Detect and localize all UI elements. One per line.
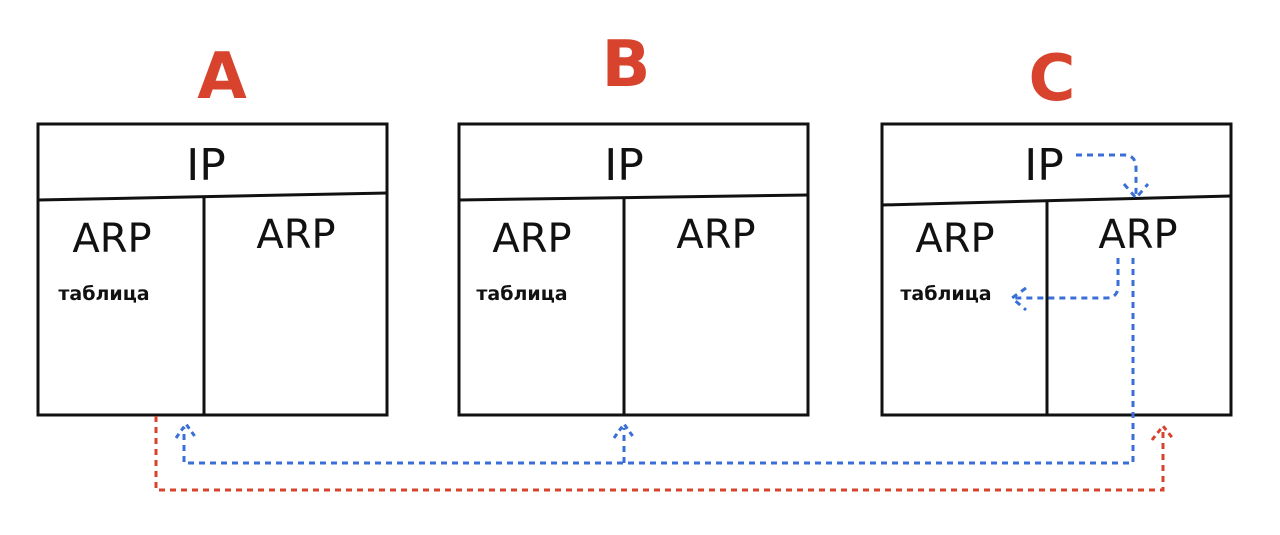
node-a-box — [36, 122, 389, 417]
node-a-title: A — [197, 40, 247, 114]
node-a: IP ARP таблица ARP — [36, 122, 389, 417]
node-a-arp-right-label: ARP — [256, 212, 335, 258]
node-a-ip-divider — [37, 191, 388, 202]
node-c-box — [880, 122, 1233, 417]
c-ip-to-arp-arrow — [1076, 153, 1138, 196]
node-b-title: B — [602, 28, 651, 102]
node-b-ip-divider — [458, 193, 809, 202]
node-a-ip-label: IP — [186, 140, 226, 191]
broadcast-arrowhead-a — [174, 421, 198, 439]
broadcast-arrowhead-b — [612, 421, 636, 439]
reply-path — [154, 416, 1165, 492]
reply-arrowhead-c — [1150, 423, 1176, 441]
node-c-title: C — [1029, 42, 1076, 116]
node-b-arp-left-label: ARP — [492, 216, 571, 262]
node-a-arp-left-label: ARP — [72, 216, 151, 262]
broadcast-path — [182, 258, 1135, 465]
c-arp-to-table-arrow — [1014, 258, 1120, 300]
node-c: IP ARP таблица ARP — [880, 122, 1233, 417]
node-b-ip-label: IP — [604, 140, 644, 191]
c-arp-to-table-arrowhead — [1009, 286, 1027, 312]
node-c-arp-left-label: ARP — [915, 216, 994, 262]
node-c-ip-divider — [881, 194, 1232, 207]
node-b-arp-right-label: ARP — [676, 212, 755, 258]
node-c-ip-label: IP — [1024, 140, 1064, 191]
node-b-box — [457, 122, 810, 417]
node-b-arp-table-label: таблица — [476, 283, 567, 305]
node-a-arp-table-label: таблица — [58, 283, 149, 305]
node-c-arp-table-label: таблица — [900, 283, 991, 305]
node-c-arp-right-label: ARP — [1098, 212, 1177, 258]
node-b: IP ARP таблица ARP — [457, 122, 810, 417]
